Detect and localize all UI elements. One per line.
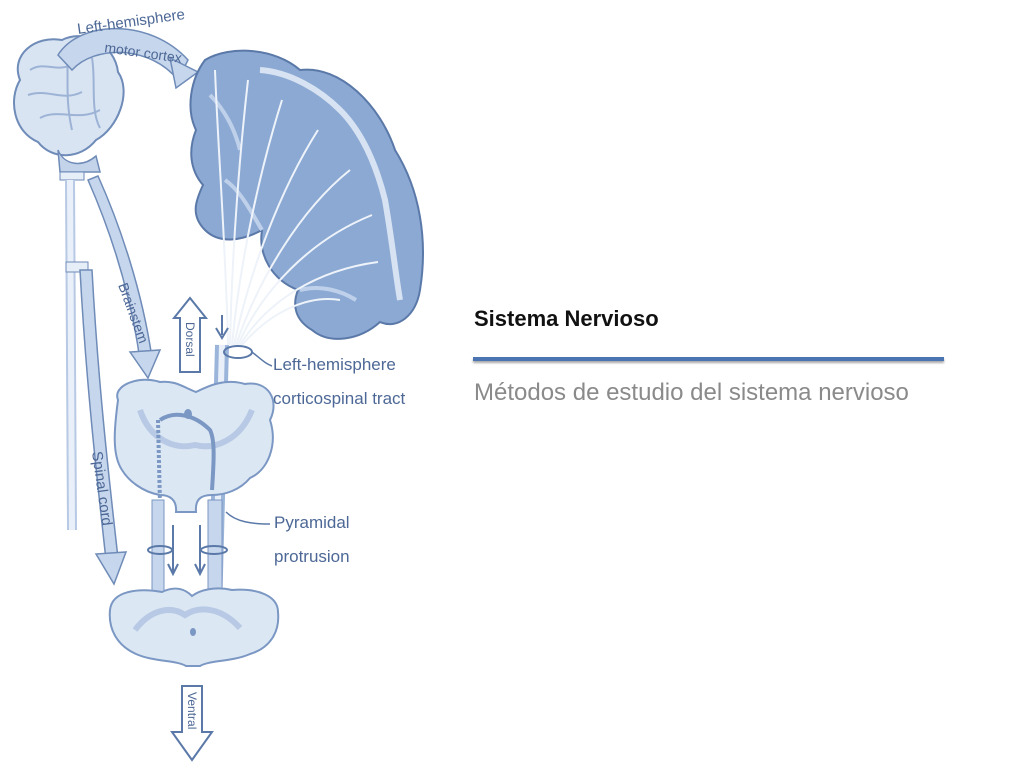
label-tract-line1: Left-hemisphere	[273, 355, 396, 374]
slide-title: Sistema Nervioso	[474, 306, 659, 331]
medulla-cross-section	[113, 378, 275, 513]
tract-leader-line	[251, 351, 273, 367]
label-dorsal: Dorsal	[183, 322, 197, 357]
label-brainstem: Brainstem	[115, 281, 152, 346]
label-spinal-cord: Spinal cord	[88, 450, 115, 527]
down-arrow-small	[215, 315, 229, 340]
brain-illustration	[13, 35, 125, 181]
brainstem-arrow	[87, 175, 162, 380]
label-ventral: Ventral	[185, 692, 199, 729]
pyramidal-leader-line	[225, 511, 271, 525]
cortex-section	[189, 49, 424, 340]
ventral-arrow	[170, 685, 214, 762]
spinal-cord-arrow	[79, 269, 128, 586]
corticospinal-fibers	[214, 69, 379, 346]
corticospinal-tract-diagram: Left-hemisphere motor cortex Brainstem S…	[13, 6, 424, 762]
spinal-cord-cross-section	[108, 587, 280, 667]
label-pyramidal-line2: protrusion	[274, 547, 350, 566]
motor-cortex-arrow	[57, 27, 200, 90]
label-pyramidal-line1: Pyramidal	[274, 513, 350, 532]
label-tract-line2: corticospinal tract	[273, 389, 406, 408]
title-divider	[473, 357, 944, 361]
dorsal-arrow	[171, 296, 209, 373]
slide-subtitle: Métodos de estudio del sistema nervioso	[474, 379, 909, 406]
small-spinal-cord	[65, 179, 89, 531]
